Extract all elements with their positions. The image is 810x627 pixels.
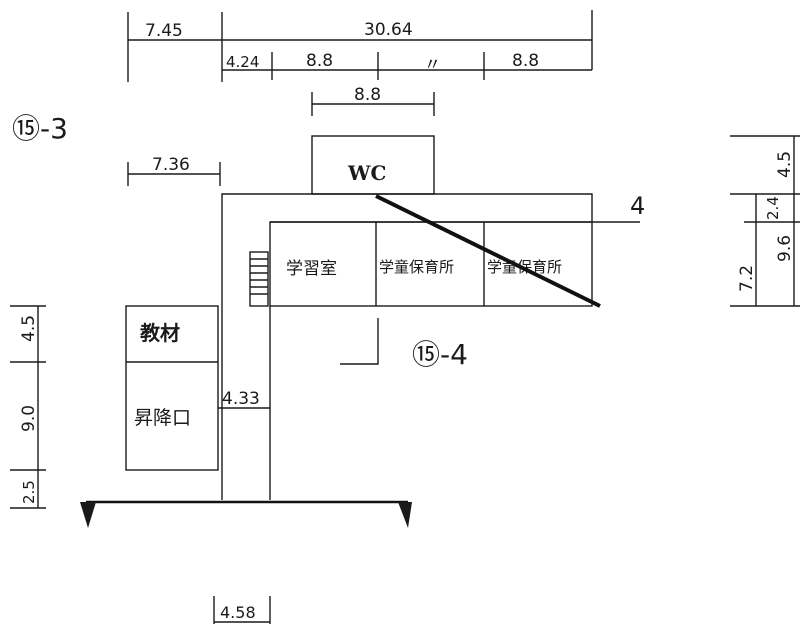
room-care-2-label: 学童保育所 bbox=[487, 258, 562, 276]
dim-left-wing-width: 7.36 bbox=[152, 155, 190, 175]
dim-bottom-width: 4.58 bbox=[220, 603, 256, 622]
dim-total-width: 30.64 bbox=[364, 20, 413, 40]
room-care-1-label: 学童保育所 bbox=[379, 258, 454, 276]
building-outline bbox=[80, 135, 640, 528]
dim-seg-c: 8.8 bbox=[512, 51, 539, 71]
room-study-label: 学習室 bbox=[286, 259, 337, 279]
room-lift-label: 昇降口 bbox=[134, 407, 191, 429]
cross-out-line bbox=[375, 194, 601, 308]
dim-right-inner-top: 2.4 bbox=[764, 196, 782, 220]
room-materials-label: 教材 bbox=[140, 321, 180, 345]
dim-right-outer-bottom: 7.2 bbox=[737, 265, 757, 292]
left-wing bbox=[125, 305, 219, 471]
dim-corridor-width: 4.33 bbox=[222, 389, 260, 409]
dim-seg-a: 4.24 bbox=[226, 53, 259, 71]
wc-label: WC bbox=[347, 161, 386, 185]
drawing-ref-15-3: ⑮-3 bbox=[12, 112, 68, 145]
left-dimension-lines bbox=[10, 305, 46, 509]
right-dimension-lines bbox=[730, 135, 800, 307]
bottom-dimension-lines bbox=[213, 596, 271, 624]
dim-wc-width: 8.8 bbox=[354, 85, 381, 105]
dim-left-bottom: 2.5 bbox=[20, 480, 38, 504]
dim-seg-ditto: 〃 bbox=[424, 55, 441, 75]
stairs-icon bbox=[249, 251, 269, 307]
dim-right-outer-top: 4.5 bbox=[775, 151, 795, 178]
dim-left-middle: 9.0 bbox=[19, 405, 39, 432]
dim-right-inner-bottom: 9.6 bbox=[775, 235, 795, 262]
section-mark: 4 bbox=[630, 192, 645, 220]
dim-left-width: 7.45 bbox=[145, 21, 183, 41]
drawing-ref-15-4: ⑮-4 bbox=[412, 338, 468, 371]
top-dimension-lines bbox=[127, 10, 593, 186]
dim-seg-b: 8.8 bbox=[306, 51, 333, 71]
dim-left-top: 4.5 bbox=[19, 315, 39, 342]
